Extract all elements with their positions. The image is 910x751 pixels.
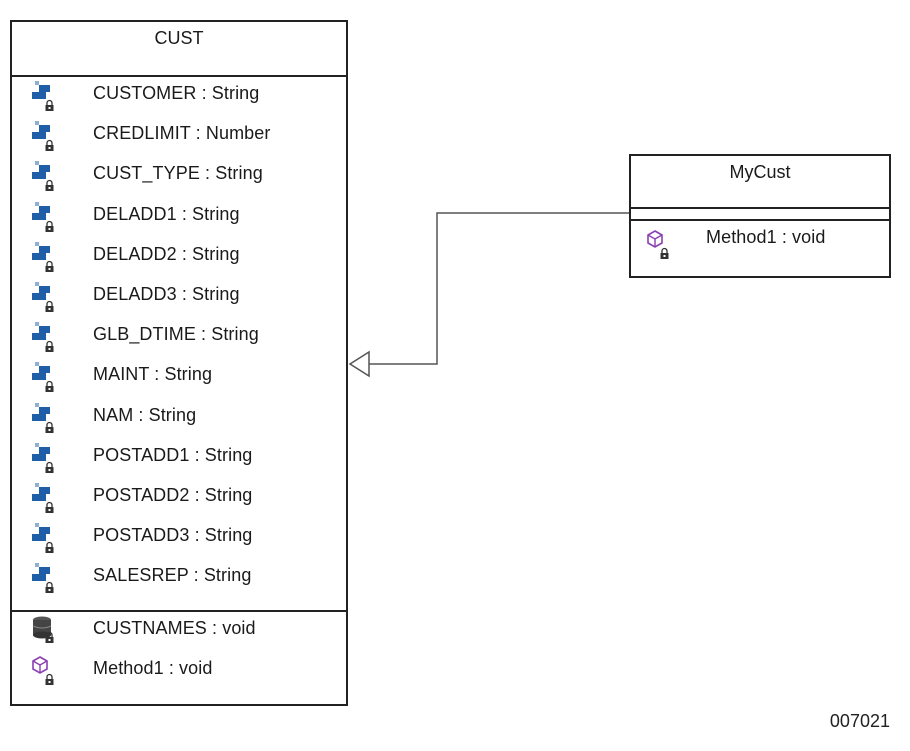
- member-label: MAINT : String: [93, 364, 213, 385]
- lock-icon: [45, 220, 54, 232]
- generalization-arrowhead: [348, 350, 370, 378]
- lock-icon: [45, 582, 54, 594]
- member-label: Method1 : void: [706, 227, 826, 247]
- field-lock-icon: [31, 402, 61, 436]
- lock-icon: [45, 381, 54, 393]
- member-label: GLB_DTIME : String: [93, 324, 259, 345]
- lock-icon: [45, 461, 54, 473]
- field-lock-icon: [31, 281, 61, 315]
- field-lock-icon: [31, 201, 61, 235]
- class-member[interactable]: POSTADD2 : String: [12, 482, 346, 522]
- attributes-compartment: [631, 209, 889, 221]
- member-label: SALESREP : String: [93, 565, 252, 586]
- lock-icon: [45, 180, 54, 192]
- class-member[interactable]: Method1 : void: [12, 655, 346, 695]
- member-label: DELADD3 : String: [93, 283, 240, 304]
- field-lock-icon: [31, 120, 61, 154]
- field-lock-icon: [31, 160, 61, 194]
- member-label: DELADD1 : String: [93, 203, 240, 224]
- class-member[interactable]: POSTADD3 : String: [12, 522, 346, 562]
- member-label: DELADD2 : String: [93, 243, 240, 264]
- class-member[interactable]: CREDLIMIT : Number: [12, 120, 346, 160]
- lock-icon: [45, 673, 54, 685]
- class-member[interactable]: NAM : String: [12, 402, 346, 442]
- member-label: POSTADD2 : String: [93, 484, 253, 505]
- class-member[interactable]: DELADD1 : String: [12, 201, 346, 241]
- lock-icon: [45, 300, 54, 312]
- class-member[interactable]: Method1 : void: [631, 227, 889, 269]
- field-lock-icon: [31, 522, 61, 556]
- cube-method-lock-icon: [31, 655, 61, 689]
- field-lock-icon: [31, 80, 61, 114]
- cube-method-lock-icon: [646, 229, 676, 263]
- class-member[interactable]: DELADD3 : String: [12, 281, 346, 321]
- class-member[interactable]: GLB_DTIME : String: [12, 321, 346, 361]
- lock-icon: [45, 541, 54, 554]
- member-label: NAM : String: [93, 404, 197, 425]
- member-label: CREDLIMIT : Number: [93, 123, 271, 144]
- lock-icon: [45, 140, 54, 152]
- lock-icon: [45, 99, 54, 111]
- lock-icon: [660, 247, 669, 259]
- lock-icon: [45, 340, 54, 353]
- class-name-mycust: MyCust: [631, 156, 889, 209]
- class-member[interactable]: CUSTNAMES : void: [12, 615, 346, 655]
- field-lock-icon: [31, 482, 61, 516]
- class-mycust[interactable]: MyCust Method1 : void: [629, 154, 891, 278]
- field-lock-icon: [31, 442, 61, 476]
- database-lock-icon: [31, 615, 61, 649]
- member-label: POSTADD1 : String: [93, 444, 253, 465]
- class-member[interactable]: SALESREP : String: [12, 562, 346, 602]
- member-label: POSTADD3 : String: [93, 525, 253, 546]
- field-lock-icon: [31, 241, 61, 275]
- member-label: CUSTOMER : String: [93, 83, 260, 103]
- lock-icon: [45, 501, 54, 513]
- lock-icon: [45, 421, 54, 433]
- class-member[interactable]: CUST_TYPE : String: [12, 160, 346, 200]
- member-label: CUSTNAMES : void: [93, 618, 256, 638]
- class-name-cust: CUST: [12, 22, 346, 77]
- member-label: CUST_TYPE : String: [93, 163, 263, 184]
- class-member[interactable]: POSTADD1 : String: [12, 442, 346, 482]
- lock-icon: [45, 260, 54, 272]
- figure-code: 007021: [829, 711, 890, 731]
- member-label: Method1 : void: [93, 658, 213, 678]
- methods-compartment: Method1 : void: [631, 221, 889, 269]
- class-member[interactable]: DELADD2 : String: [12, 241, 346, 281]
- field-lock-icon: [31, 361, 61, 395]
- class-member[interactable]: CUSTOMER : String: [12, 80, 346, 120]
- generalization-line: [369, 212, 629, 365]
- field-lock-icon: [31, 562, 61, 596]
- class-member[interactable]: MAINT : String: [12, 361, 346, 401]
- field-lock-icon: [31, 321, 61, 355]
- lock-icon: [45, 631, 54, 643]
